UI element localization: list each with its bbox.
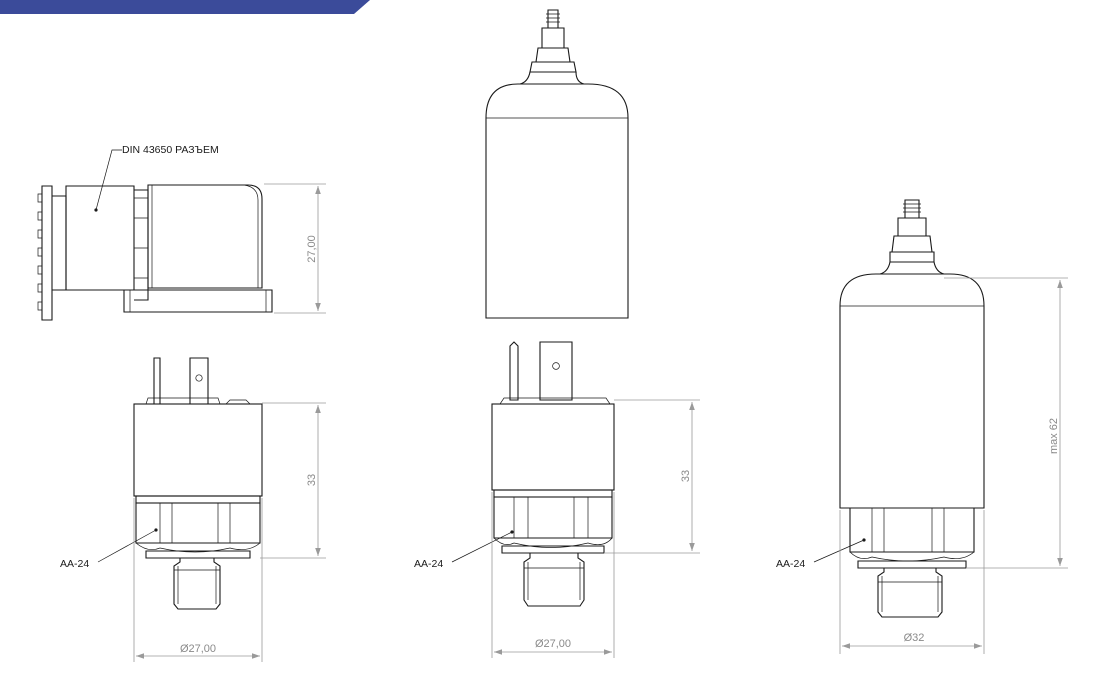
middle-sensor-front-view: AA-24 33 Ø27,00: [414, 341, 700, 658]
connector-side-view: DIN 43650 РАЗЪЕМ 27,00: [37, 144, 326, 321]
right-diameter-dimension: Ø32: [904, 632, 925, 644]
right-height-dimension: max 62: [1048, 418, 1060, 454]
connector-callout-label: DIN 43650 РАЗЪЕМ: [122, 144, 219, 156]
left-sensor-front-view: AA-24 33 Ø27,00: [60, 357, 326, 662]
middle-hex-label: AA-24: [414, 558, 443, 570]
middle-cap-view: [485, 9, 629, 319]
right-sensor-view: AA-24 max 62 Ø32: [776, 199, 1068, 654]
header-banner: [0, 0, 370, 14]
left-height-dimension: 33: [306, 474, 318, 486]
middle-diameter-dimension: Ø27,00: [535, 638, 571, 650]
connector-height-dimension: 27,00: [306, 235, 318, 263]
left-hex-label: AA-24: [60, 558, 89, 570]
left-diameter-dimension: Ø27,00: [180, 643, 216, 655]
middle-height-dimension: 33: [680, 470, 692, 482]
right-hex-label: AA-24: [776, 558, 805, 570]
